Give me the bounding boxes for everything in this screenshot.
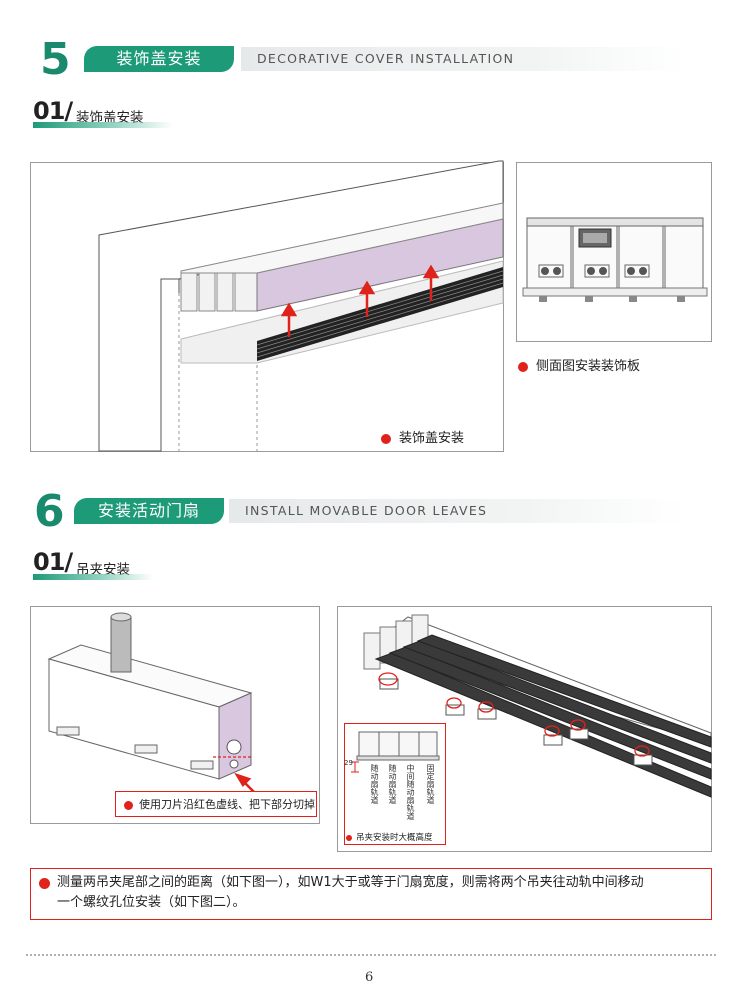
track-label-4: 固定扇轨道: [426, 764, 435, 804]
subsection-underline: [33, 122, 173, 128]
decorative-cover-drawing: [98, 160, 504, 452]
figure-hanger-clip: [30, 606, 320, 824]
hanger-clip-drawing: [47, 612, 260, 798]
subsection-underline: [33, 574, 153, 580]
track-inset-drawing: [351, 731, 440, 773]
caption-text: 吊夹安装时大概高度: [356, 833, 433, 843]
side-view-drawing: [522, 217, 708, 302]
bullet-dot-icon: [124, 800, 133, 810]
section-title-en: INSTALL MOVABLE DOOR LEAVES: [229, 499, 685, 523]
bullet-dot-icon: [346, 834, 352, 841]
subsection-number: 01/: [33, 97, 73, 125]
bullet-dot-icon: [518, 361, 528, 372]
caption-text: 使用刀片沿红色虚线、把下部分切掉: [139, 798, 315, 811]
caption-text: 侧面图安装装饰板: [536, 359, 641, 374]
measurement-note: 测量两吊夹尾部之间的距离（如下图一），如W1大于或等于门扇宽度，则需将两个吊夹往…: [30, 868, 712, 920]
figure-side-view: [516, 162, 712, 342]
figure-caption: 使用刀片沿红色虚线、把下部分切掉: [124, 796, 315, 812]
bullet-dot-icon: [381, 433, 391, 444]
hanger-clip-note: 使用刀片沿红色虚线、把下部分切掉: [115, 791, 317, 817]
side-view-caption: 侧面图安装装饰板: [518, 355, 640, 374]
figure-decorative-cover: 装饰盖安装: [30, 160, 504, 452]
track-inset: 29 随动扇轨道 随动扇轨道 中间随动扇轨道 固定扇轨道: [344, 723, 446, 845]
page-number: 6: [365, 970, 374, 985]
section-number: 5: [40, 34, 71, 85]
track-label-3: 中间随动扇轨道: [406, 764, 415, 820]
footer-divider: [26, 954, 716, 956]
figure-caption: 装饰盖安装: [381, 427, 464, 446]
section-title-cn: 装饰盖安装: [84, 46, 234, 72]
section-title-cn: 安装活动门扇: [74, 498, 224, 524]
track-perspective-drawing: [363, 614, 712, 798]
figure-track-perspective: 29 随动扇轨道 随动扇轨道 中间随动扇轨道 固定扇轨道 吊夹安装时大概高度: [337, 606, 712, 852]
track-caption: 吊夹安装时大概高度: [346, 831, 433, 843]
bullet-dot-icon: [39, 878, 50, 889]
section-title-en: DECORATIVE COVER INSTALLATION: [241, 47, 687, 71]
subsection-number: 01/: [33, 548, 73, 576]
note-line-2: 一个螺纹孔位安装（如下图二）。: [57, 895, 246, 910]
track-label-1: 随动扇轨道: [370, 764, 379, 804]
dimension-label: 29: [344, 759, 353, 767]
section-number: 6: [34, 486, 65, 537]
note-line-1: 测量两吊夹尾部之间的距离（如下图一），如W1大于或等于门扇宽度，则需将两个吊夹往…: [57, 875, 644, 890]
track-label-2: 随动扇轨道: [388, 764, 397, 804]
caption-text: 装饰盖安装: [399, 431, 465, 446]
